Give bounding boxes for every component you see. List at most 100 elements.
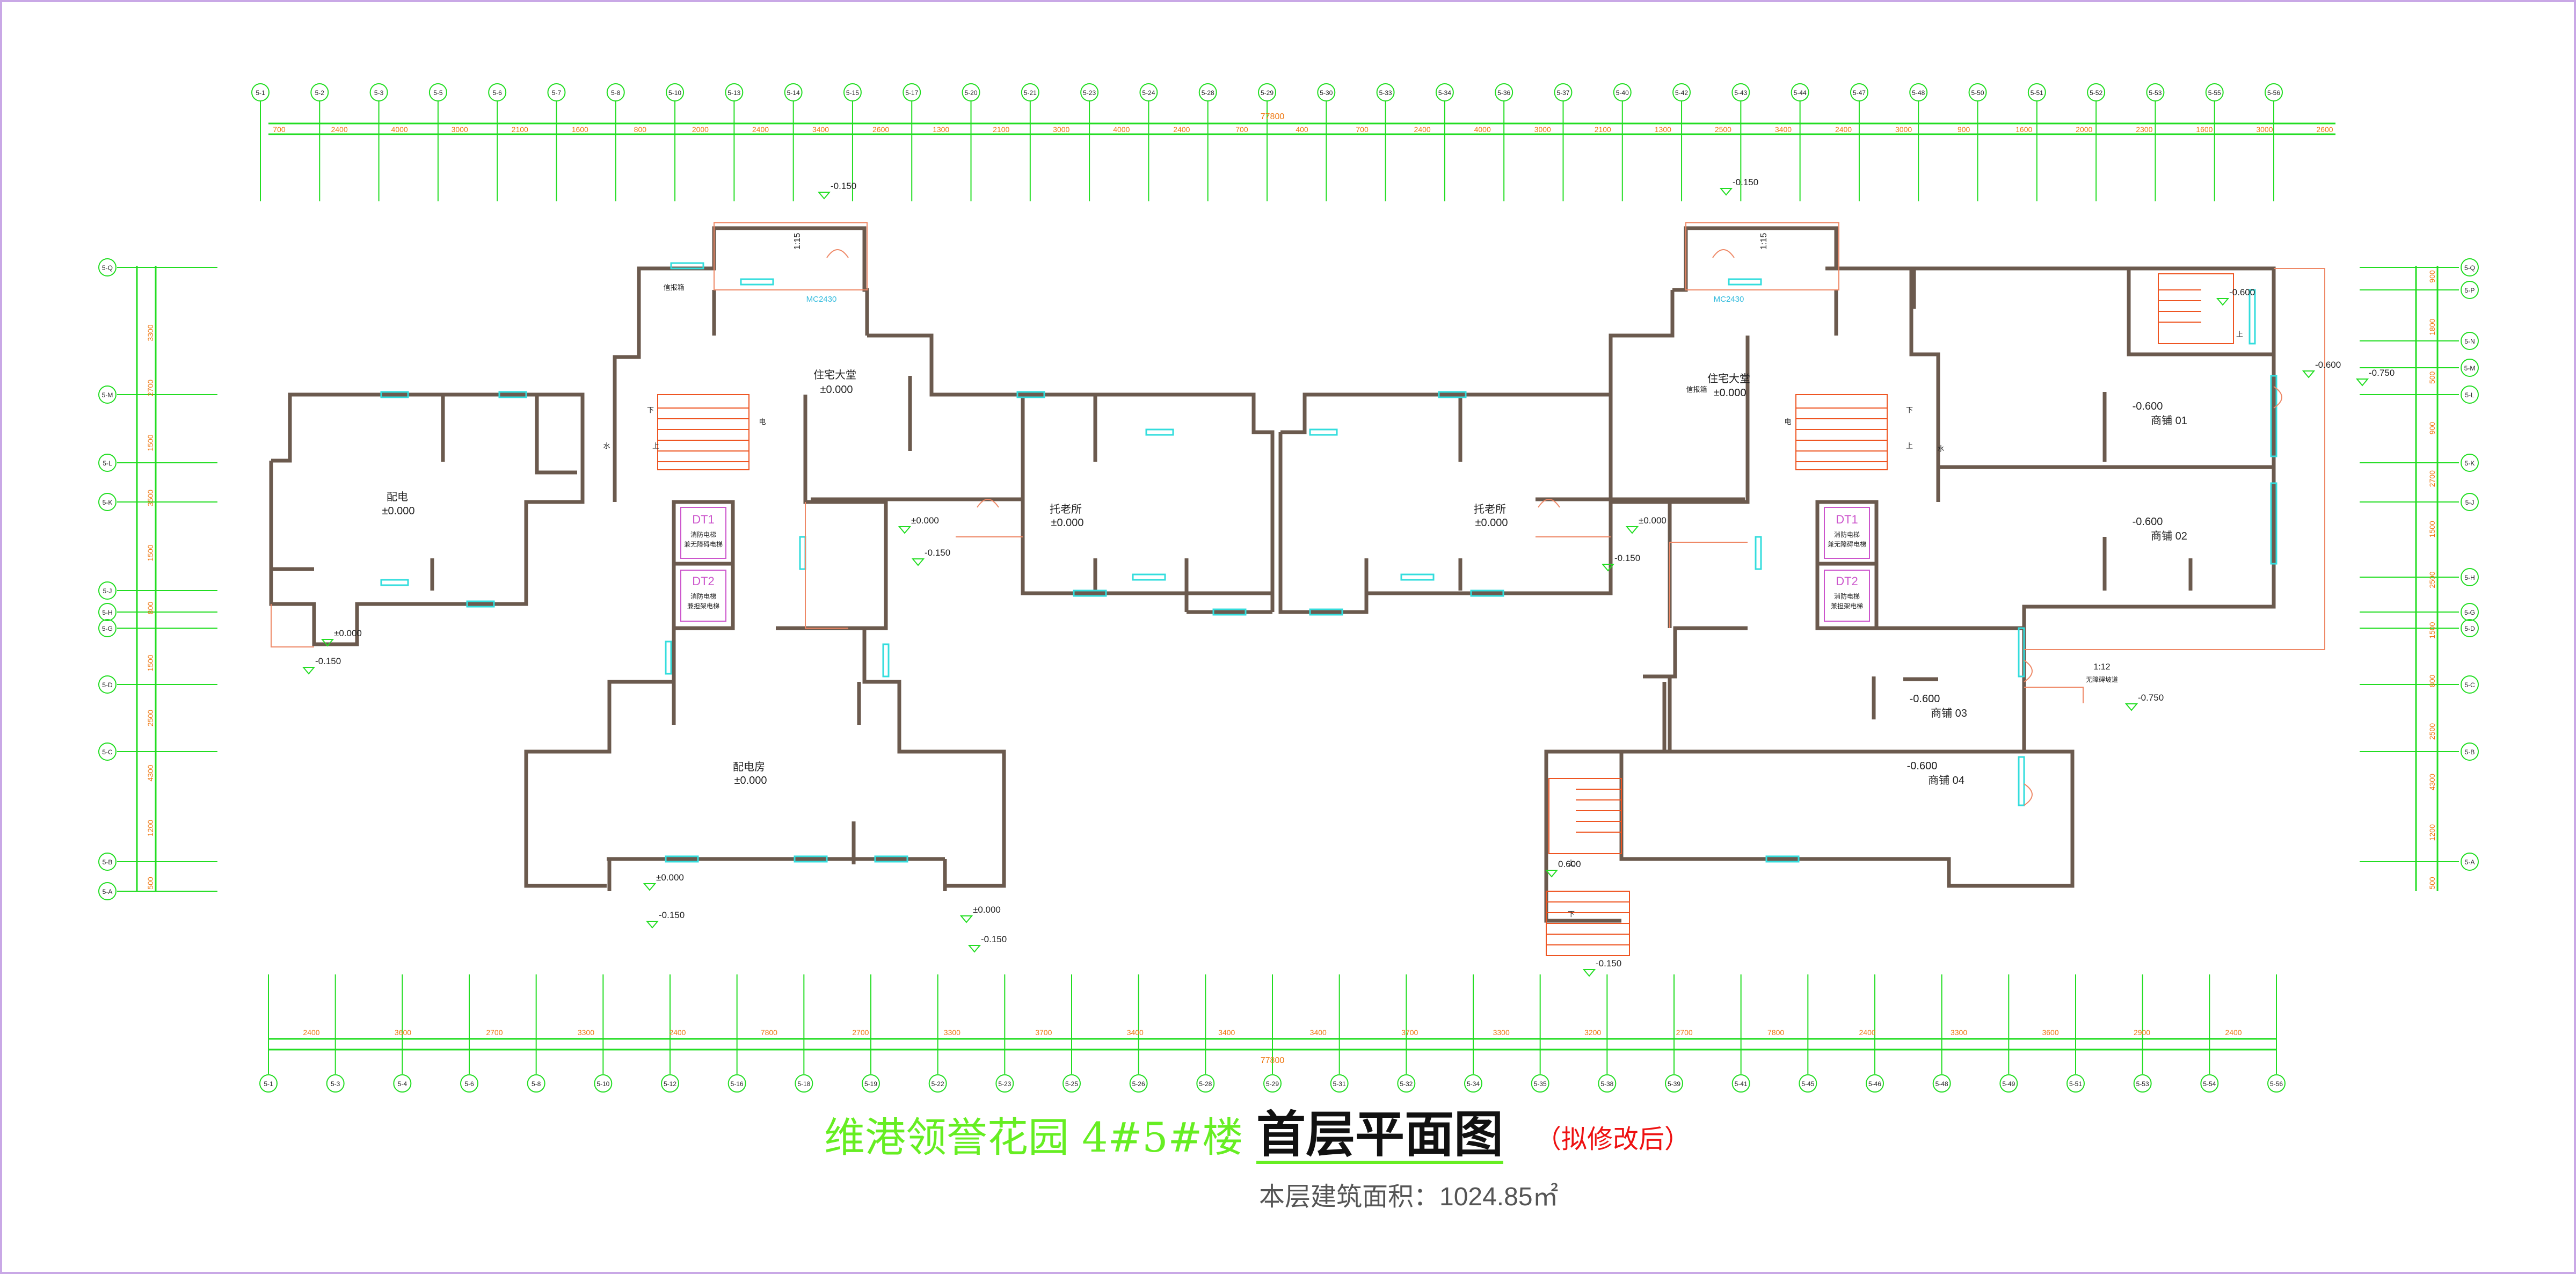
overall-dimension-bottom: 77800	[1261, 1056, 1285, 1065]
dimension-value: 700	[273, 125, 286, 134]
dimension-value: 3600	[2042, 1028, 2058, 1037]
grid-axis-bubble: 5-23	[1080, 83, 1099, 101]
dimension-value: 800	[2428, 674, 2436, 687]
elevator-code: DT1	[692, 513, 715, 526]
grid-axis-label: 5-51	[2069, 1080, 2082, 1088]
grid-axis-label: 5-44	[1794, 89, 1807, 97]
dimension-value: 2400	[2225, 1028, 2242, 1037]
grid-axis-bottom: 5-39	[1665, 974, 1683, 1093]
grid-axis-bubble: 5-21	[1021, 83, 1039, 101]
grid-axis-right: 5-Q	[2360, 258, 2479, 276]
grid-axis-bubble: 5-D	[98, 675, 117, 694]
grid-axis-label: 5-50	[1971, 89, 1984, 97]
room-labels: 配电 ±0.000 配电房 ±0.000 住宅大堂 ±0.000 住宅大堂 ±0…	[382, 369, 2187, 787]
elevation-value: -0.750	[2138, 693, 2164, 703]
elevation-value: 0.600	[1558, 859, 1581, 869]
dimension-value: 3000	[1895, 125, 1912, 134]
dimension-value: 2900	[2134, 1028, 2150, 1037]
room-elevation: ±0.000	[734, 775, 767, 787]
overall-dimension-top: 77800	[1261, 112, 1285, 121]
elevation-marker: -0.150	[645, 910, 685, 929]
room-daycare-left: 托老所 ±0.000	[1050, 503, 1084, 529]
grid-axis-bubble: 5-8	[606, 83, 625, 101]
room-name: 配电房	[733, 761, 765, 773]
elevation-marker: ±0.000	[1625, 515, 1667, 534]
dimension-value: 2500	[146, 710, 155, 726]
grid-axis-bubble: 5-51	[2027, 83, 2046, 101]
grid-axis-bubble: 5-14	[784, 83, 803, 101]
grid-axis-top: 5-56	[2265, 83, 2283, 201]
elevation-marker: ±0.000	[898, 515, 939, 534]
dimension-value: 3300	[944, 1028, 960, 1037]
svg-text:兼担架电梯: 兼担架电梯	[1831, 602, 1863, 610]
grid-axis-label: 5-30	[1320, 89, 1333, 97]
grid-axis-label: 5-C	[2464, 681, 2475, 689]
grid-axis-label: 5-K	[103, 499, 113, 506]
grid-axis-bubble: 5-6	[460, 1074, 478, 1093]
grid-axis-bubble: 5-N	[2461, 332, 2479, 350]
grid-axis-label: 5-N	[2464, 338, 2475, 345]
dimension-value: 500	[2428, 371, 2436, 384]
grid-axis-top: 5-53	[2146, 83, 2165, 201]
grid-axis-top: 5-36	[1495, 83, 1513, 201]
dimension-value: 2300	[2136, 125, 2152, 134]
room-shop-01: -0.600 商铺 01	[2133, 401, 2187, 427]
dimension-value: 2400	[331, 125, 347, 134]
grid-axis-bubble: 5-38	[1598, 1074, 1617, 1093]
grid-axis-label: 5-12	[664, 1080, 676, 1088]
elevation-marker: -0.150	[817, 181, 856, 200]
grid-axis-bottom: 5-4	[393, 974, 412, 1093]
stair-up-label: 上	[652, 442, 659, 450]
dimension-value: 800	[634, 125, 647, 134]
grid-axis-left: 5-A	[98, 882, 217, 900]
grid-axis-right: 5-J	[2360, 493, 2479, 511]
dimension-value: 7800	[761, 1028, 777, 1037]
room-name: 商铺 01	[2151, 414, 2187, 427]
elevation-value: -0.150	[1614, 553, 1640, 563]
grid-axis-bottom: 5-45	[1799, 974, 1817, 1093]
svg-text:兼无障碍电梯: 兼无障碍电梯	[684, 540, 723, 548]
grid-axis-right: 5-D	[2360, 619, 2479, 637]
grid-axis-label: 5-39	[1668, 1080, 1680, 1088]
grid-axis-bubble: 5-15	[843, 83, 862, 101]
grid-axis-bottom: 5-3	[326, 974, 345, 1093]
sheet-title: 首层平面图	[1256, 1105, 1503, 1163]
room-name: 配电	[387, 491, 408, 503]
grid-axis-top: 5-51	[2027, 83, 2046, 201]
dimension-value: 1500	[146, 544, 155, 561]
elevation-marker: -0.150	[911, 548, 950, 566]
grid-axis-bottom: 5-56	[2267, 974, 2286, 1093]
slope-label: 1:12	[2093, 663, 2110, 672]
grid-axis-bubble: 5-16	[727, 1074, 746, 1093]
grid-axis-bottom: 5-26	[1129, 974, 1148, 1093]
grid-axis-top: 5-15	[843, 83, 862, 201]
dimension-value: 1500	[146, 434, 155, 451]
grid-axis-label: 5-10	[668, 89, 681, 97]
dimension-value: 2500	[1715, 125, 1731, 134]
svg-text:兼担架电梯: 兼担架电梯	[687, 602, 719, 610]
grid-axis-label: 5-D	[2464, 625, 2475, 632]
dimension-value: 3500	[146, 490, 155, 506]
dimension-value: 2100	[512, 125, 528, 134]
grid-axis-label: 5-48	[1912, 89, 1925, 97]
elevation-marker: -0.150	[967, 934, 1007, 953]
elevation-marker: -0.600	[2302, 360, 2341, 378]
room-name: 商铺 02	[2151, 530, 2187, 542]
room-daycare-right: 托老所 ±0.000	[1474, 503, 1508, 529]
grid-axis-bubble: 5-29	[1263, 1074, 1282, 1093]
grid-axis-bottom: 5-35	[1531, 974, 1549, 1093]
grid-axis-top: 5-5	[428, 83, 447, 201]
right-grid-axes: 5-Q5-P5-N5-M5-L5-K5-J5-H5-G5-D5-C5-B5-A	[2360, 258, 2479, 871]
dimension-value: 3200	[1584, 1028, 1601, 1037]
grid-axis-label: 5-48	[1935, 1080, 1948, 1088]
grid-axis-label: 5-55	[2208, 89, 2221, 97]
elevator-dt1-right: DT1 消防电梯 兼无障碍电梯	[1824, 507, 1870, 559]
elevation-value: -0.150	[925, 548, 950, 558]
grid-axis-bubble: 5-6	[488, 83, 507, 101]
grid-axis-bubble: 5-36	[1495, 83, 1513, 101]
grid-axis-label: 5-36	[1497, 89, 1510, 97]
dimension-value: 2400	[1835, 125, 1852, 134]
room-peidian: 配电 ±0.000	[382, 491, 414, 517]
